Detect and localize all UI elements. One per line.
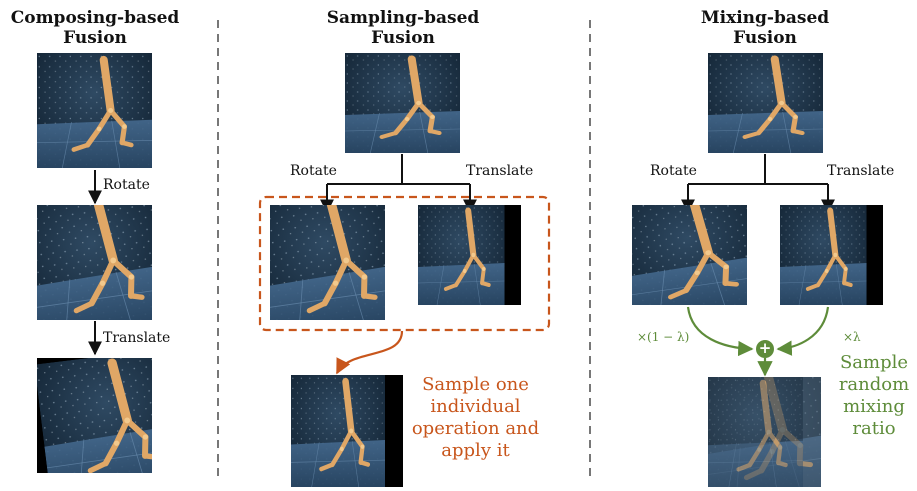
mixing-weight-right: ×λ <box>843 330 861 344</box>
sampling-curved-arrow <box>336 330 404 375</box>
mixing-translate-label: Translate <box>827 163 895 179</box>
mixing-result-image <box>708 377 821 487</box>
mixing-note-line: random <box>838 374 910 395</box>
sampling-note-line: operation and <box>411 418 540 439</box>
mixing-translated-image <box>780 205 883 305</box>
mixing-title-line2: Fusion <box>733 28 797 48</box>
mixing-original-image <box>708 53 823 153</box>
mixing-curve-right <box>776 306 830 356</box>
mixing-rotate-label: Rotate <box>650 163 697 179</box>
mixing-note-line: ratio <box>852 418 896 439</box>
composing-translate-label: Translate <box>103 330 171 346</box>
sampling-title: Sampling-based Fusion <box>300 8 506 48</box>
sampling-note-line: apply it <box>441 440 510 461</box>
sampling-title-line2: Fusion <box>371 28 435 48</box>
sampling-original-image <box>345 53 460 153</box>
mixing-weight-left: ×(1 − λ) <box>637 330 690 344</box>
sampling-rotate-label: Rotate <box>290 163 337 179</box>
plus-circle-icon <box>756 340 774 358</box>
sampling-note-line: individual <box>430 396 521 417</box>
composing-title-line1: Composing-based <box>10 8 180 28</box>
mixing-title-line1: Mixing-based <box>700 8 830 28</box>
composing-title: Composing-based Fusion <box>0 8 190 48</box>
mixing-curve-left <box>686 306 754 357</box>
sampling-note-line: Sample one <box>422 374 529 395</box>
composing-rotated-image <box>37 205 152 320</box>
composing-rotate-label: Rotate <box>103 177 150 193</box>
composing-title-line2: Fusion <box>63 28 127 48</box>
sampling-rotated-image <box>270 205 385 320</box>
composing-rotated-translated-image <box>37 358 152 473</box>
sampling-result-image <box>291 375 403 487</box>
sampling-note: Sample one individual operation and appl… <box>408 374 543 462</box>
mixing-tree <box>681 154 835 214</box>
mixing-title: Mixing-based Fusion <box>675 8 855 48</box>
composing-original-image <box>37 53 152 168</box>
sampling-tree <box>320 154 477 214</box>
mixing-rotated-image <box>632 205 747 305</box>
mixing-note-line: Sample <box>839 352 909 373</box>
sampling-translated-image <box>418 205 521 305</box>
mixing-note-line: mixing <box>843 396 905 417</box>
mixing-note: Sample random mixing ratio <box>832 352 916 440</box>
sampling-translate-label: Translate <box>466 163 534 179</box>
sampling-title-line1: Sampling-based <box>326 8 480 28</box>
plus-sign: + <box>758 339 772 357</box>
